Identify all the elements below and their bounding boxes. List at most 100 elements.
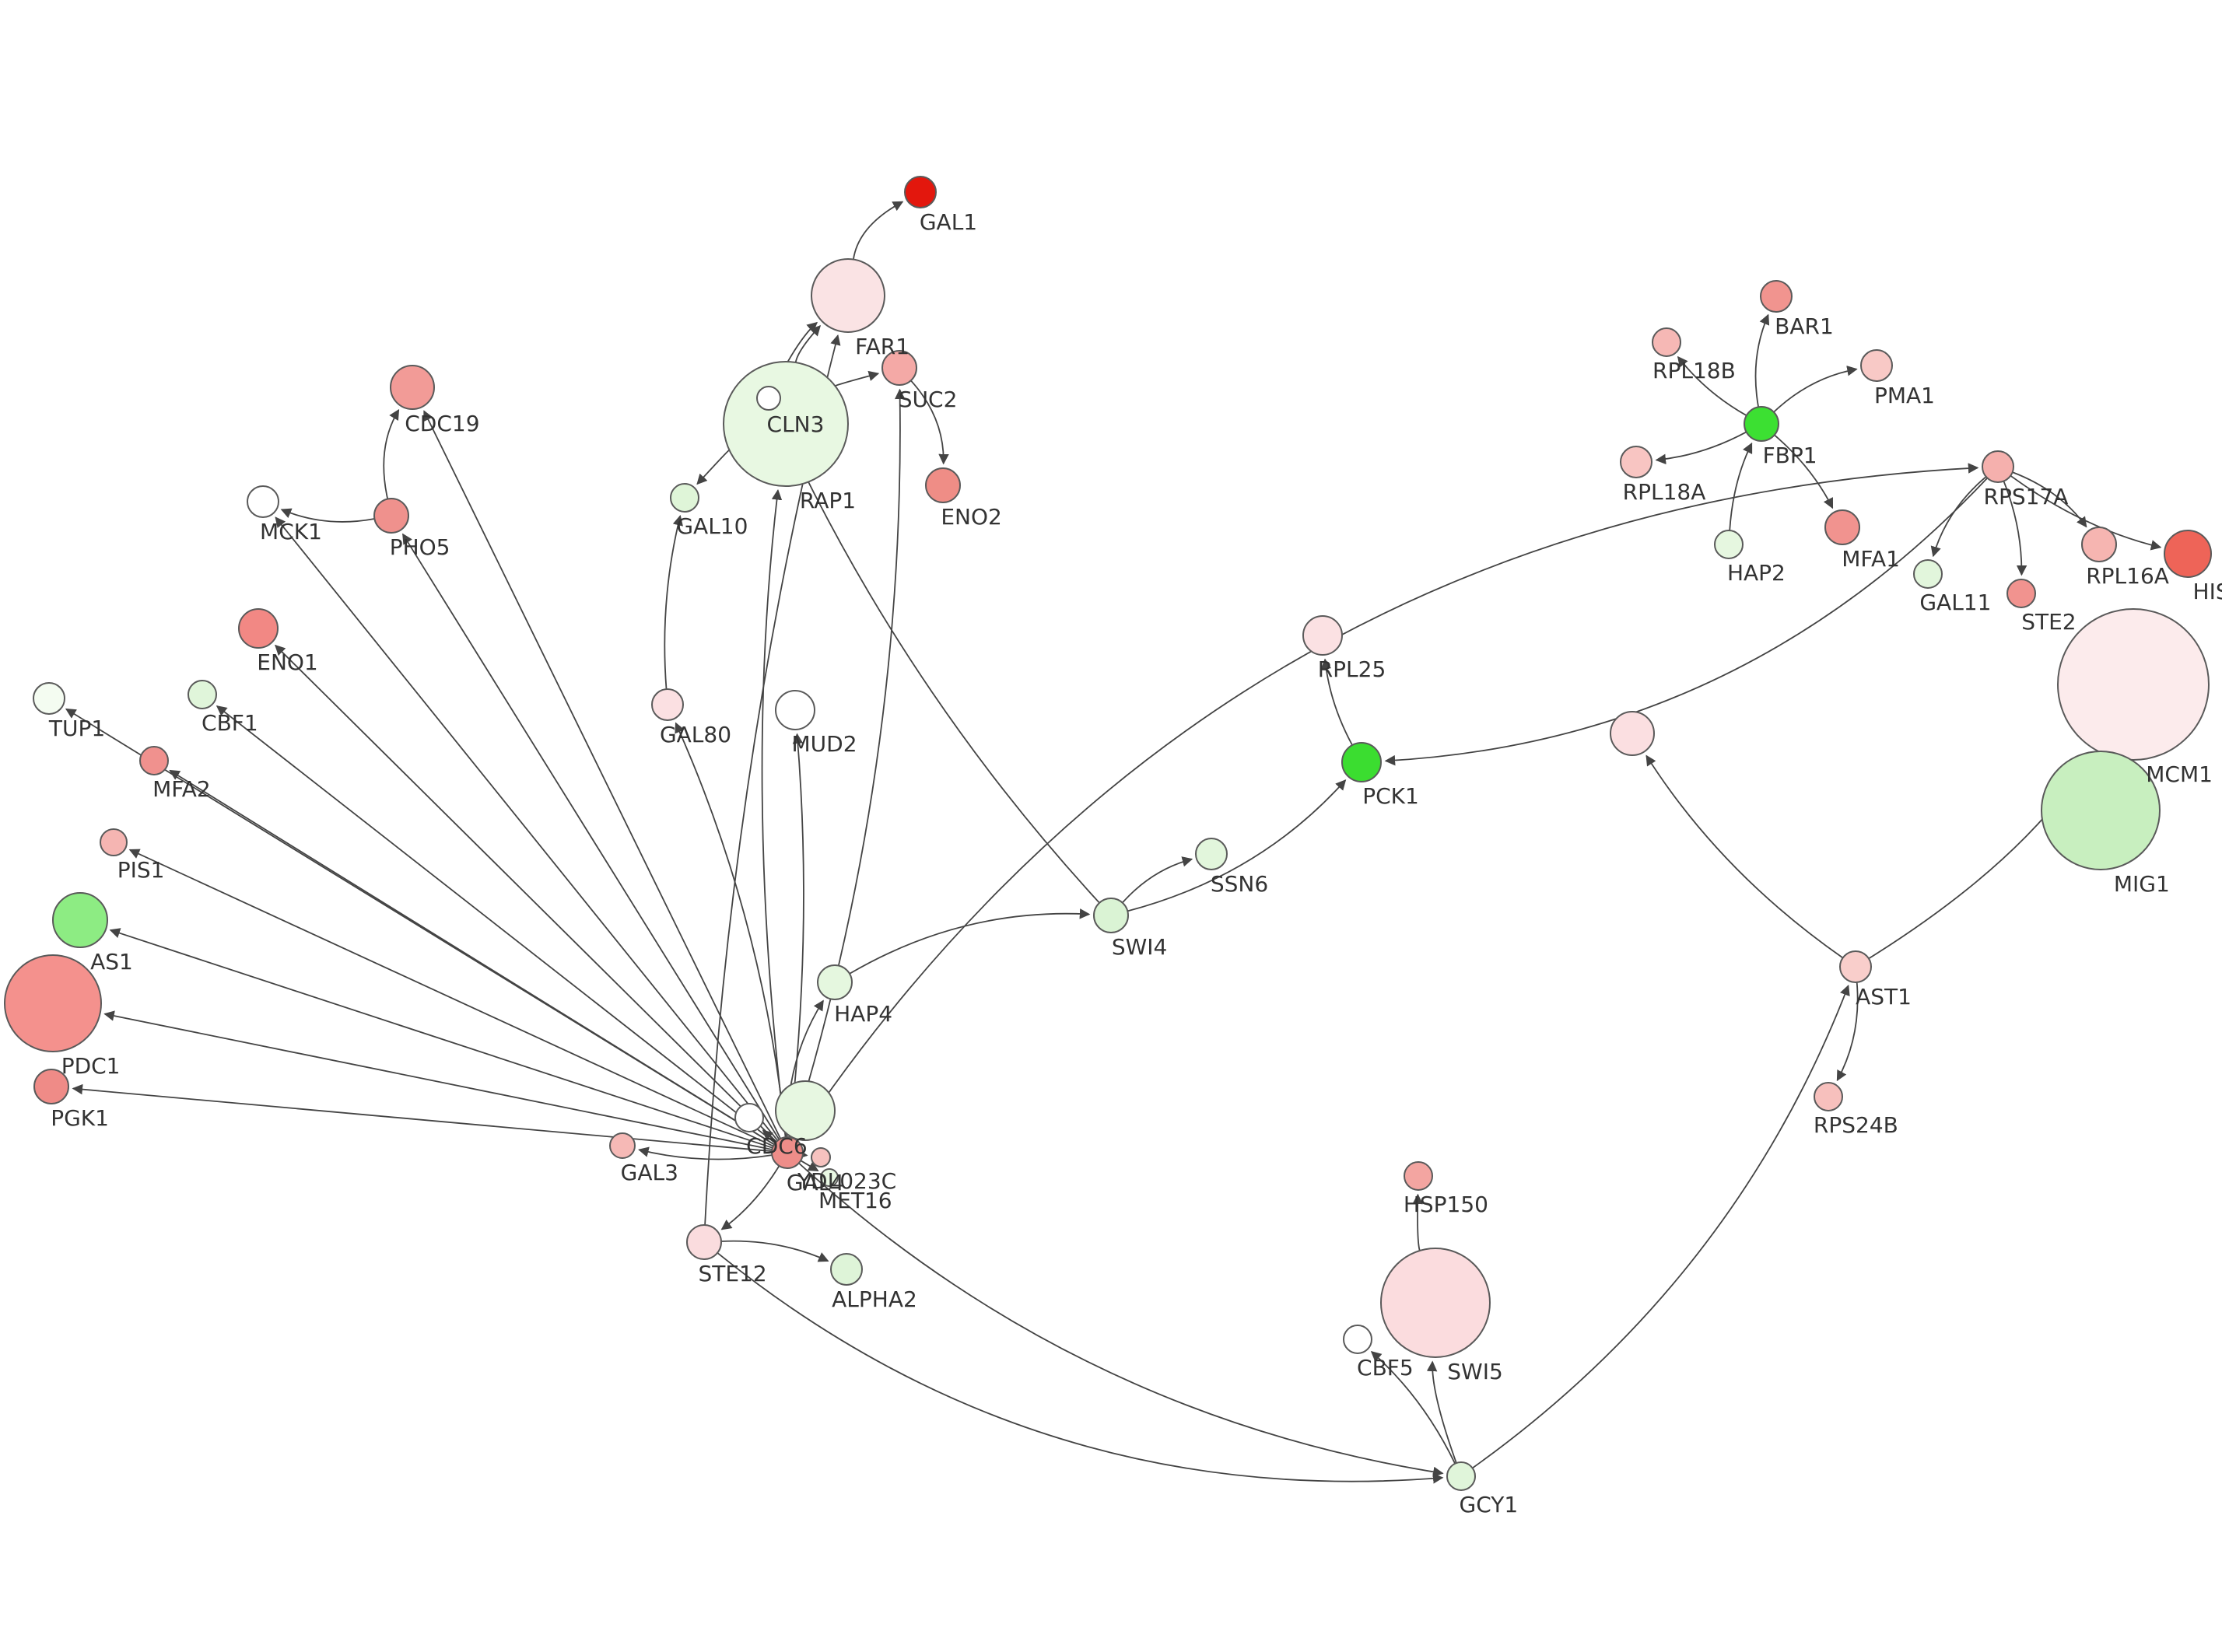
node-rpl18a[interactable] — [1620, 446, 1652, 478]
node-pma1[interactable] — [1860, 349, 1893, 382]
node-gcy1[interactable] — [1446, 1461, 1476, 1491]
edge-STE12-ALPHA2[interactable] — [720, 1240, 829, 1262]
edge-FBP1-MFA1[interactable] — [1774, 434, 1834, 509]
edge-FBP1-BAR1[interactable] — [1754, 313, 1770, 408]
edge-FBP1-RPL18A[interactable] — [1655, 431, 1747, 465]
edge-SWI5-HSP150[interactable] — [1412, 1193, 1423, 1251]
node-as1[interactable] — [52, 892, 108, 948]
node-unnamed1[interactable] — [1610, 711, 1655, 756]
node-mig1[interactable] — [2041, 751, 2161, 870]
edge-RPS17A-GAL11[interactable] — [1930, 476, 1987, 558]
edge-GAL4-RPS17A[interactable] — [795, 463, 1979, 1140]
node-eno1[interactable] — [238, 608, 279, 649]
node-cdc19[interactable] — [390, 365, 435, 410]
node-met16[interactable] — [820, 1168, 839, 1187]
edge-GAL4-CDC6[interactable] — [762, 1129, 776, 1143]
node-gal3[interactable] — [609, 1132, 636, 1159]
node-rps24b[interactable] — [1814, 1082, 1843, 1111]
node-unnamed2[interactable] — [775, 1080, 836, 1141]
node-ast1[interactable] — [1839, 950, 1872, 983]
node-cdc6[interactable] — [734, 1103, 764, 1132]
node-gal4[interactable] — [771, 1136, 804, 1169]
edge-STE12-GCY1[interactable] — [717, 1252, 1444, 1484]
node-mfa2[interactable] — [139, 746, 169, 775]
node-swi4[interactable] — [1093, 898, 1129, 933]
edge-RPS17A-STE2[interactable] — [2003, 481, 2027, 576]
node-pck1[interactable] — [1341, 742, 1382, 782]
edge-GCY1-CBF5[interactable] — [1370, 1351, 1456, 1465]
node-hsp150[interactable] — [1404, 1161, 1433, 1191]
node-mck1[interactable] — [247, 485, 279, 518]
node-gal80[interactable] — [651, 688, 684, 721]
node-ssn6[interactable] — [1195, 838, 1228, 870]
edge-GAL4-SUC2[interactable] — [791, 388, 906, 1139]
edge-GAL4-MET16[interactable] — [800, 1160, 819, 1172]
node-pdc1[interactable] — [4, 954, 102, 1052]
edge-GAL4-GAL80[interactable] — [675, 722, 787, 1138]
edge-GAL80-GAL10[interactable] — [664, 514, 683, 690]
edge-GAL4-CDC19[interactable] — [423, 410, 782, 1139]
edge-GAL4-STE12[interactable] — [720, 1165, 780, 1230]
edge-GAL4-CBF1[interactable] — [216, 705, 776, 1144]
node-bar1[interactable] — [1760, 280, 1793, 313]
node-swi5[interactable] — [1380, 1248, 1491, 1358]
node-rpl25[interactable] — [1302, 615, 1343, 656]
edge-GCY1-AST1[interactable] — [1472, 985, 1850, 1469]
node-ste2[interactable] — [2006, 579, 2036, 608]
node-fbp1[interactable] — [1744, 406, 1779, 442]
node-cbf5[interactable] — [1343, 1325, 1372, 1354]
node-gal1[interactable] — [904, 176, 937, 208]
edge-GAL4-PDC1[interactable] — [103, 1010, 773, 1150]
edge-PHO5-CDC19[interactable] — [383, 408, 400, 499]
node-ste12[interactable] — [686, 1224, 722, 1260]
edge-FAR1-GAL1[interactable] — [853, 201, 904, 260]
node-mcm1[interactable] — [2057, 608, 2210, 761]
edge-RAP1-SUC2[interactable] — [834, 370, 880, 387]
edge-GAL4-RAP1[interactable] — [761, 489, 787, 1138]
edge-GCY1-SWI5[interactable] — [1426, 1360, 1457, 1464]
edge-GAL4-ENO1[interactable] — [275, 644, 777, 1143]
node-far1[interactable] — [811, 258, 885, 333]
edge-GAL4-GCY1[interactable] — [798, 1162, 1444, 1478]
node-his4[interactable] — [2164, 530, 2212, 578]
edge-HAP4-SWI4[interactable] — [849, 908, 1091, 975]
node-eno2[interactable] — [925, 467, 961, 503]
edge-PHO5-MCK1[interactable] — [280, 508, 375, 523]
edge-GAL4-AS1[interactable] — [109, 928, 773, 1149]
node-hap4[interactable] — [817, 964, 853, 1000]
node-rap1[interactable] — [723, 361, 849, 487]
edge-SWI4-SSN6[interactable] — [1122, 856, 1193, 904]
node-suc2[interactable] — [881, 350, 917, 386]
node-cln3[interactable] — [756, 386, 781, 411]
node-cbf1[interactable] — [188, 680, 217, 709]
node-mfa1[interactable] — [1824, 509, 1860, 545]
edge-SUC2-ENO2[interactable] — [910, 380, 949, 465]
node-pis1[interactable] — [100, 828, 128, 856]
edge-PCK1-RPL25[interactable] — [1320, 658, 1353, 746]
node-hap2[interactable] — [1714, 530, 1744, 559]
edge-GAL4-PHO5[interactable] — [402, 533, 780, 1140]
node-rpl18b[interactable] — [1652, 327, 1681, 357]
edge-AST1-RPS24B[interactable] — [1836, 982, 1859, 1082]
edge-FBP1-PMA1[interactable] — [1773, 366, 1858, 413]
node-alpha2[interactable] — [830, 1253, 863, 1286]
edge-RPS17A-HIS4[interactable] — [2010, 474, 2162, 551]
edge-GAL4-MCK1[interactable] — [275, 516, 779, 1141]
node-pho5[interactable] — [373, 498, 409, 534]
edge-GAL4-PIS1[interactable] — [128, 849, 774, 1147]
node-pgk1[interactable] — [33, 1069, 69, 1104]
edge-GAL4-PGK1[interactable] — [72, 1083, 773, 1153]
edge-SWI4-PCK1[interactable] — [1127, 779, 1347, 912]
node-ydl023c[interactable] — [811, 1147, 831, 1167]
edge-GAL4-MUD2[interactable] — [788, 733, 804, 1138]
edge-RPS17A-PCK1[interactable] — [1384, 477, 1988, 766]
node-rpl16a[interactable] — [2081, 527, 2117, 562]
node-rps17a[interactable] — [1982, 450, 2014, 483]
edge-GAL4-MFA2[interactable] — [169, 769, 775, 1146]
edge-GAL4-GAL3[interactable] — [638, 1146, 773, 1160]
edge-RPS17A-RPL16A[interactable] — [2012, 471, 2087, 528]
edge-AST1-UNNAMED1[interactable] — [1645, 754, 1844, 959]
node-tup1[interactable] — [33, 682, 65, 715]
edge-RAP1-GAL10[interactable] — [696, 449, 730, 485]
